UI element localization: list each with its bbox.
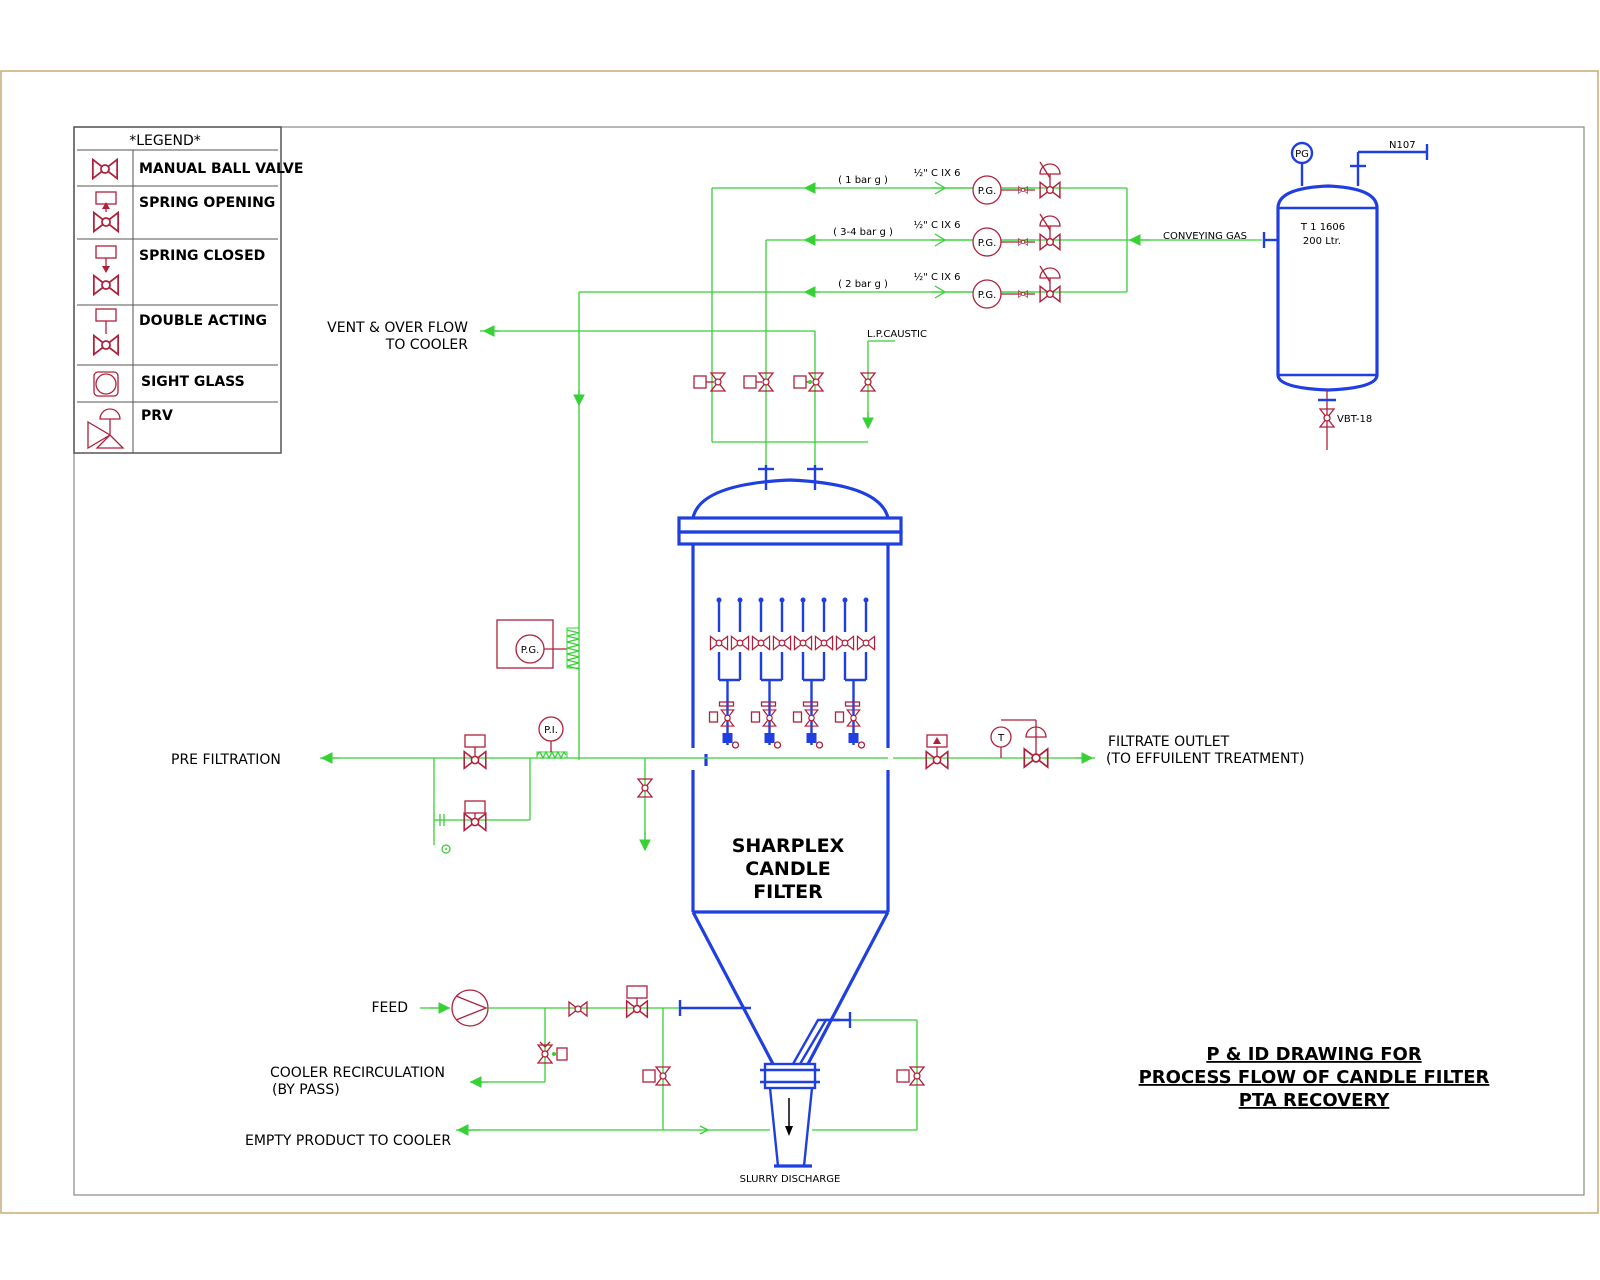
svg-text:( 3-4 bar g ): ( 3-4 bar g ) bbox=[833, 227, 893, 238]
tank-tag: T 1 1606 bbox=[1300, 222, 1345, 233]
recirc-valve bbox=[537, 1041, 568, 1064]
candle-part-11 bbox=[772, 635, 792, 651]
filtrate-outlet-valve bbox=[925, 734, 949, 770]
candle-filter-vessel: SLURRY DISCHARGE SHARPLEX CANDLE FILTER bbox=[677, 465, 903, 1185]
candle-part-5 bbox=[730, 635, 750, 651]
sight-glass-icon bbox=[93, 371, 119, 397]
drain-valve-left bbox=[642, 1066, 671, 1086]
candle-part-39 bbox=[750, 711, 761, 723]
vent-overflow-label: VENT & OVER FLOW bbox=[327, 320, 468, 336]
tank-nozzle-label: N107 bbox=[1389, 140, 1416, 151]
pressure-gauge-box: P.G. bbox=[521, 645, 540, 656]
prv-valve-1 bbox=[1039, 161, 1061, 199]
candle-part-49 bbox=[806, 733, 817, 743]
legend-item-manual-ball-valve: MANUAL BALL VALVE bbox=[139, 161, 303, 177]
gas-supply-lines bbox=[480, 182, 1262, 760]
vent-overflow-label-2: TO COOLER bbox=[385, 337, 468, 353]
gas-line-pressure-3: ( 2 bar g ) ½" C IX 6 P.G. bbox=[838, 265, 1061, 309]
candle-part-17 bbox=[814, 635, 834, 651]
candle-part-48 bbox=[792, 711, 803, 723]
prv-valve-3 bbox=[1039, 265, 1061, 303]
candle-part-32 bbox=[731, 741, 740, 749]
legend-item-double-acting: DOUBLE ACTING bbox=[139, 313, 267, 329]
svg-text:( 1 bar g ): ( 1 bar g ) bbox=[838, 175, 888, 186]
caustic-label: L.P.CAUSTIC bbox=[867, 329, 927, 340]
feed-valve-2 bbox=[625, 985, 649, 1018]
svg-text:½" C IX 6: ½" C IX 6 bbox=[914, 167, 961, 179]
candle-part-30 bbox=[708, 711, 719, 723]
double-acting-valve-icon bbox=[92, 308, 120, 356]
candle-part-8 bbox=[751, 635, 771, 651]
filter-name-line1: SHARPLEX bbox=[732, 835, 845, 857]
svg-text:½" C IX 6: ½" C IX 6 bbox=[914, 271, 961, 283]
candle-part-41 bbox=[773, 741, 782, 749]
candle-part-40 bbox=[764, 733, 775, 743]
gas-receiver-tank: PG N107 CONVEYING GAS T 1 1606 200 Ltr. … bbox=[1163, 140, 1429, 450]
drawing-frame bbox=[73, 126, 1585, 1196]
candle-part-2 bbox=[709, 635, 729, 651]
filtrate-outlet-label-2: (TO EFFUILENT TREATMENT) bbox=[1106, 751, 1305, 767]
candle-part-20 bbox=[835, 635, 855, 651]
candle-part-37 bbox=[760, 701, 777, 707]
svg-text:( 2 bar g ): ( 2 bar g ) bbox=[838, 279, 888, 290]
feed-label: FEED bbox=[371, 1000, 408, 1016]
filtrate-control-valve bbox=[1023, 720, 1049, 768]
prv-icon bbox=[87, 408, 125, 450]
candle-part-55 bbox=[844, 701, 861, 707]
legend-item-prv: PRV bbox=[141, 408, 173, 424]
legend-item-sight-glass: SIGHT GLASS bbox=[141, 374, 245, 390]
pressure-gauge-2: P.G. bbox=[978, 238, 997, 249]
candle-part-31 bbox=[722, 733, 733, 743]
prv-valve-2 bbox=[1039, 213, 1061, 251]
sheet-border bbox=[0, 70, 1599, 1214]
gas-line-pressure-1: ( 1 bar g ) ½" C IX 6 P.G. bbox=[838, 161, 1061, 205]
tank-volume: 200 Ltr. bbox=[1303, 236, 1341, 247]
filter-name-line2: CANDLE bbox=[745, 858, 830, 880]
feed-lines bbox=[420, 985, 925, 1136]
title-line-1: P & ID DRAWING FOR bbox=[1206, 1044, 1422, 1065]
candle-part-28 bbox=[718, 701, 735, 707]
title-block: P & ID DRAWING FOR PROCESS FLOW OF CANDL… bbox=[1139, 1044, 1490, 1111]
filtrate-main-line: P.I. P.G. T bbox=[320, 619, 1095, 854]
pre-filtration-valve bbox=[463, 734, 487, 770]
filter-name-line3: FILTER bbox=[753, 881, 823, 903]
drain-valve-right bbox=[896, 1066, 925, 1086]
legend-item-spring-opening: SPRING OPENING bbox=[139, 195, 275, 211]
pre-filtration-label: PRE FILTRATION bbox=[171, 752, 281, 768]
temperature-indicator: T bbox=[997, 733, 1005, 744]
pressure-gauge-1: P.G. bbox=[978, 186, 997, 197]
candle-part-57 bbox=[834, 711, 845, 723]
pressure-gauge-3: P.G. bbox=[978, 290, 997, 301]
filtrate-outlet-label: FILTRATE OUTLET bbox=[1108, 734, 1230, 750]
title-line-2: PROCESS FLOW OF CANDLE FILTER bbox=[1139, 1067, 1490, 1088]
candle-part-59 bbox=[857, 741, 866, 749]
legend-title: *LEGEND* bbox=[129, 133, 201, 149]
gas-line-pressure-2: ( 3-4 bar g ) ½" C IX 6 P.G. bbox=[833, 213, 1061, 257]
feed-valve-1 bbox=[568, 1001, 588, 1017]
tank-bottom-valve: VBT-18 bbox=[1337, 414, 1372, 425]
candle-part-50 bbox=[815, 741, 824, 749]
candle-part-14 bbox=[793, 635, 813, 651]
empty-product-label: EMPTY PRODUCT TO COOLER bbox=[245, 1133, 451, 1149]
candle-part-23 bbox=[856, 635, 876, 651]
conveying-gas-label: CONVEYING GAS bbox=[1163, 231, 1247, 242]
legend-item-spring-closed: SPRING CLOSED bbox=[139, 248, 265, 264]
pressure-indicator: P.I. bbox=[544, 725, 558, 736]
legend: *LEGEND* MANUAL BALL VALVE SPRING OPENIN… bbox=[73, 126, 303, 454]
bypass-valve bbox=[463, 800, 487, 832]
svg-text:½" C IX 6: ½" C IX 6 bbox=[914, 219, 961, 231]
top-valves: L.P.CAUSTIC bbox=[693, 329, 927, 392]
manual-ball-valve-icon bbox=[91, 158, 119, 180]
slurry-discharge-label: SLURRY DISCHARGE bbox=[740, 1174, 841, 1185]
candle-manifold bbox=[708, 597, 876, 749]
candle-part-58 bbox=[848, 733, 859, 743]
tank-pressure-gauge: PG bbox=[1295, 149, 1309, 160]
title-line-3: PTA RECOVERY bbox=[1239, 1090, 1391, 1111]
spring-closed-valve-icon bbox=[92, 245, 120, 296]
spring-opening-valve-icon bbox=[92, 191, 120, 233]
candle-part-46 bbox=[802, 701, 819, 707]
cooler-recirculation-label: COOLER RECIRCULATION bbox=[270, 1065, 445, 1081]
cooler-recirculation-label-2: (BY PASS) bbox=[272, 1082, 340, 1098]
